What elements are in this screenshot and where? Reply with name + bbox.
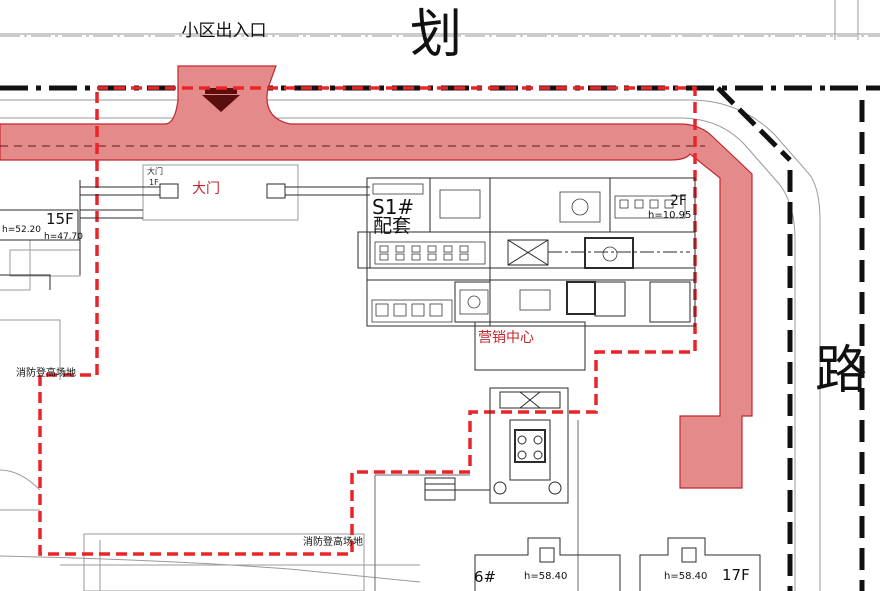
gate-small-label: 大门 — [147, 166, 163, 176]
pavilion-building — [374, 387, 579, 591]
building-15f-label: 15F — [46, 210, 74, 228]
entrance-arrow-head — [205, 88, 237, 94]
building-17f-label: 17F — [722, 566, 750, 584]
road-name-char-1: 划 — [410, 5, 462, 65]
s1-label: S1# — [372, 195, 414, 219]
bottom-height-2: h=58.40 — [664, 571, 707, 582]
fire-area-left-label: 消防登高场地 — [16, 366, 76, 379]
floor-2f-label: 2F — [670, 193, 687, 209]
marketing-centre-building — [357, 177, 696, 371]
right-height-label: h=10.95 — [648, 210, 691, 221]
main-gate — [79, 164, 370, 275]
peitao-label: 配套 — [373, 215, 411, 237]
bottom-height-1: h=58.40 — [524, 571, 567, 582]
furniture-blocks — [371, 183, 686, 323]
left-building — [0, 209, 81, 290]
gate-label: 大门 — [192, 181, 220, 197]
gate-floor-label: 1F — [149, 178, 159, 187]
bottom-buildings — [474, 537, 761, 591]
site-boundary — [38, 86, 697, 556]
road-name-char-2: 路 — [815, 341, 867, 401]
vehicle-route — [0, 65, 753, 489]
fire-area-bottom-label: 消防登高场地 — [303, 535, 363, 548]
entrance-arrow-icon — [202, 95, 240, 112]
left-height-2: h=47.70 — [44, 232, 83, 242]
left-height-1: h=52.20 — [2, 225, 41, 235]
marketing-centre-label: 营销中心 — [478, 330, 534, 346]
entrance-label: 小区出入口 — [182, 21, 267, 41]
building-6-label: 6# — [474, 568, 496, 586]
